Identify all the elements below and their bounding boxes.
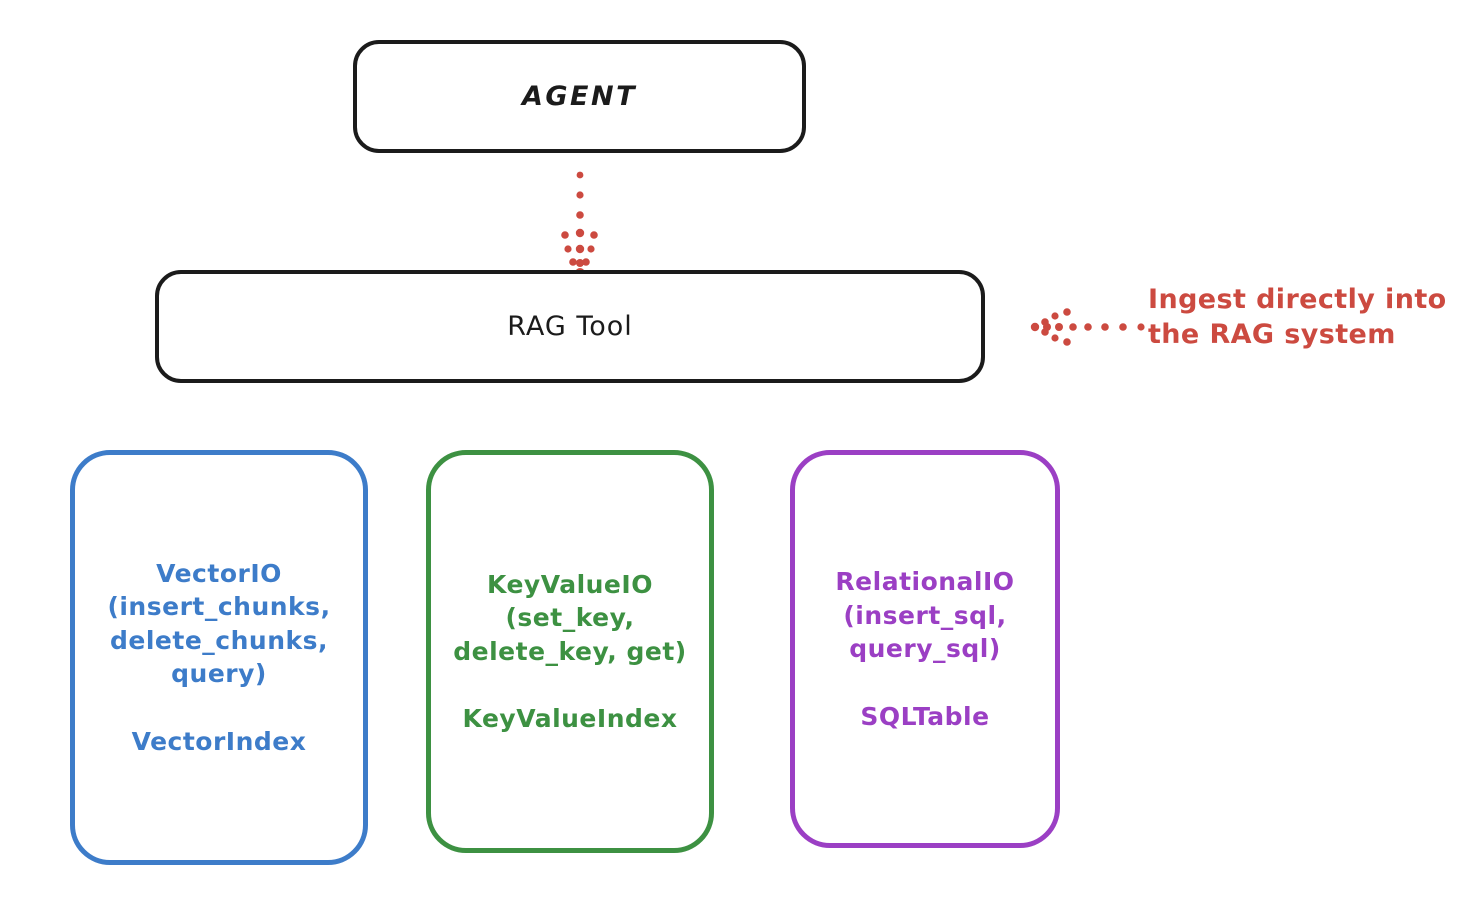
node-relational-io[interactable]: RelationalIO (insert_sql, query_sql) SQL…	[790, 450, 1060, 848]
ingest-to-rag-tool-arrow	[1030, 307, 1145, 346]
node-key-value-io-label: KeyValueIO (set_key, delete_key, get)	[453, 569, 687, 666]
node-vector-io-sublabel: VectorIndex	[131, 726, 307, 756]
node-relational-io-label: RelationalIO (insert_sql, query_sql)	[835, 567, 1015, 663]
node-key-value-io-sublabel: KeyValueIndex	[462, 704, 678, 733]
agent-to-rag-tool-arrow	[560, 171, 598, 278]
node-vector-io-label: VectorIO (insert_chunks, delete_chunks, …	[107, 558, 331, 689]
node-agent-label: AGENT	[521, 80, 637, 112]
node-rag-tool[interactable]: RAG Tool	[155, 270, 985, 383]
annotation-ingest-directly: Ingest directly into the RAG system	[1148, 284, 1447, 351]
node-key-value-io[interactable]: KeyValueIO (set_key, delete_key, get) Ke…	[426, 450, 714, 853]
node-agent[interactable]: AGENT	[353, 40, 806, 153]
node-rag-tool-label: RAG Tool	[507, 310, 633, 342]
node-vector-io[interactable]: VectorIO (insert_chunks, delete_chunks, …	[70, 450, 368, 865]
node-relational-io-sublabel: SQLTable	[860, 701, 990, 731]
